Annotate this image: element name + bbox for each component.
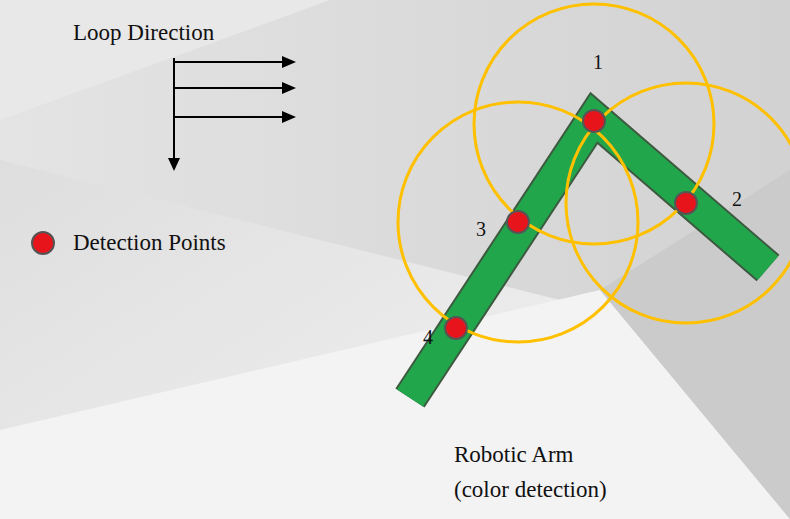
icon-label: Loop Direction xyxy=(73,19,214,47)
detection-point xyxy=(445,110,697,339)
callout-number: 4 xyxy=(423,325,433,349)
arrow-head xyxy=(168,56,296,171)
robotic-arm xyxy=(410,118,768,398)
loop-direction-icon xyxy=(174,58,284,160)
detection-range xyxy=(398,4,790,342)
part-label: Robotic Arm (color detection) xyxy=(454,437,615,507)
arm-outline xyxy=(410,118,768,398)
callout-number: 1 xyxy=(593,50,603,74)
callout-number: 2 xyxy=(732,187,742,211)
legend-text: Detection Points xyxy=(73,229,226,257)
legend-swatch xyxy=(32,232,54,254)
callout-number: 3 xyxy=(476,217,486,241)
background-shape xyxy=(0,0,330,120)
